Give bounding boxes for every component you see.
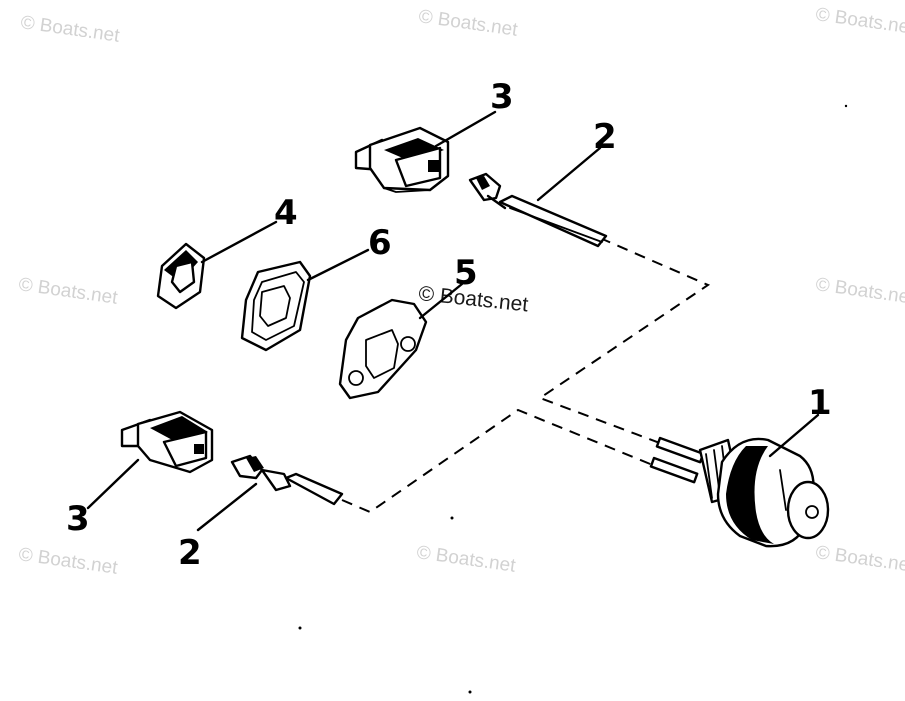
terminal-wire-top xyxy=(468,172,608,248)
leader-part2-bottom xyxy=(196,482,258,532)
callout-part3-top: 3 xyxy=(490,77,514,117)
leader-part1 xyxy=(768,413,820,458)
watermark-top-right: © Boats.net xyxy=(814,4,905,39)
leader-part3-bottom xyxy=(86,458,140,510)
gasket xyxy=(240,260,312,352)
terminal-wire-bottom xyxy=(230,454,344,506)
leader-part2-top xyxy=(536,146,602,202)
watermark-bottom-center: © Boats.net xyxy=(415,542,517,577)
callout-part5: 5 xyxy=(454,253,478,293)
callout-part2-bottom: 2 xyxy=(178,533,202,573)
leader-part4 xyxy=(200,220,278,264)
watermark-bottom-left: © Boats.net xyxy=(17,544,119,579)
wire-routes xyxy=(341,237,711,514)
watermark-top-center: © Boats.net xyxy=(417,6,519,41)
connector-housing-top xyxy=(354,126,450,193)
mounting-plate xyxy=(338,298,428,400)
callout-labels: 1 2 2 3 3 4 5 6 xyxy=(66,77,832,573)
leader-part6 xyxy=(306,248,370,282)
sender-unit xyxy=(649,436,830,548)
callout-part3-bottom: 3 xyxy=(66,499,90,539)
watermark-top-left: © Boats.net xyxy=(19,12,121,47)
wire-route-upper xyxy=(537,237,711,446)
hex-nut xyxy=(156,242,206,310)
callout-part6: 6 xyxy=(368,223,392,263)
connector-housing-bottom xyxy=(120,410,214,474)
callout-part2-top: 2 xyxy=(593,117,617,157)
callout-part1: 1 xyxy=(808,383,832,423)
callout-part4: 4 xyxy=(274,193,298,233)
leader-lines xyxy=(86,110,820,532)
watermark-bottom-right: © Boats.net xyxy=(814,542,905,577)
leader-part5 xyxy=(418,282,464,320)
scan-specks xyxy=(298,104,848,694)
watermark-mid-left: © Boats.net xyxy=(17,274,119,309)
wire-route-lower xyxy=(341,408,661,514)
leader-part3-top xyxy=(434,110,497,148)
watermark-mid-right: © Boats.net xyxy=(814,274,905,309)
